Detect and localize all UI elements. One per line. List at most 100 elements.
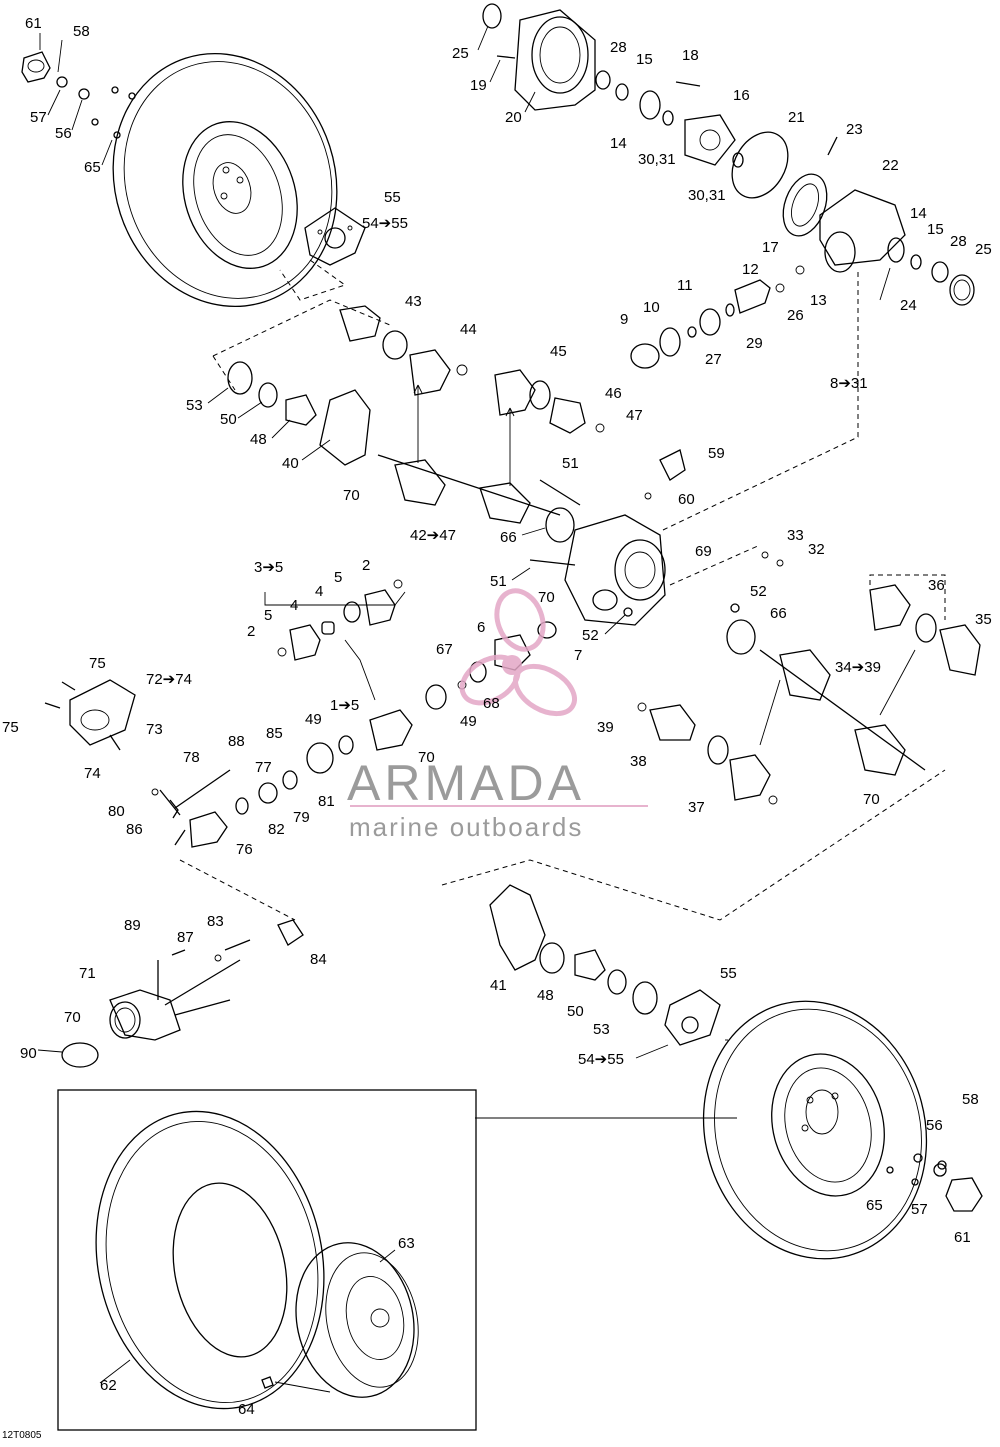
callout-label: 49	[460, 713, 477, 730]
callout-label: 70	[418, 749, 435, 766]
callout-label: 28	[610, 39, 627, 56]
callout-label: 20	[505, 109, 522, 126]
pinion-gear-stack	[630, 265, 805, 369]
callout-label: 44	[460, 321, 477, 338]
callout-label: 26	[787, 307, 804, 324]
callout-label: 13	[810, 292, 827, 309]
callout-label: 30,31	[688, 187, 726, 204]
callout-label: 28	[950, 233, 967, 250]
callout-label: 25	[975, 241, 992, 258]
callout-label: 72➔74	[146, 671, 192, 688]
callout-label: 6	[477, 619, 485, 636]
callout-label: 17	[762, 239, 779, 256]
tire-rim-inset	[57, 1089, 477, 1431]
front-differential-housing	[482, 3, 975, 306]
callout-label: 57	[30, 109, 47, 126]
lug-nuts-top-left	[21, 51, 136, 139]
callout-label: 70	[343, 487, 360, 504]
callout-label: 56	[926, 1117, 943, 1134]
callout-label: 30,31	[638, 151, 676, 168]
callout-label: 50	[220, 411, 237, 428]
callout-label: 89	[124, 917, 141, 934]
propeller-logo	[459, 588, 577, 717]
callout-label: 54➔55	[362, 215, 408, 232]
callout-label: 7	[574, 647, 582, 664]
callout-label: 71	[79, 965, 96, 982]
callout-label: 55	[384, 189, 401, 206]
seal-66-upper	[545, 507, 575, 543]
callout-label: 15	[927, 221, 944, 238]
callout-label: 73	[146, 721, 163, 738]
callout-label: 4	[290, 597, 298, 614]
hub-flange-top-left	[279, 207, 366, 301]
callout-label: 51	[562, 455, 579, 472]
leader-lines	[37, 25, 891, 1384]
callout-label: 61	[954, 1229, 971, 1246]
callout-label: 88	[228, 733, 245, 750]
callout-label: 22	[882, 157, 899, 174]
callout-label: 84	[310, 951, 327, 968]
callout-label: 39	[597, 719, 614, 736]
callout-label: 48	[250, 431, 267, 448]
callout-label: 41	[490, 977, 507, 994]
callout-label: 5	[264, 607, 272, 624]
callout-label: 16	[733, 87, 750, 104]
upper-drive-axle	[339, 305, 605, 524]
callout-label: 81	[318, 793, 335, 810]
callout-label: 50	[567, 1003, 584, 1020]
callout-label: 66	[770, 605, 787, 622]
callout-label: 36	[928, 577, 945, 594]
armada-watermark: ARMADA marine outboards	[347, 588, 648, 842]
brand-name: ARMADA	[347, 755, 585, 811]
callout-label: 77	[255, 759, 272, 776]
callout-label: 65	[866, 1197, 883, 1214]
callout-label: 18	[682, 47, 699, 64]
callout-label: 57	[911, 1201, 928, 1218]
center-shaft	[174, 579, 557, 848]
callout-label: 78	[183, 749, 200, 766]
callout-label: 68	[483, 695, 500, 712]
callout-label: 69	[695, 543, 712, 560]
callout-label: 2	[362, 557, 370, 574]
callout-label: 70	[538, 589, 555, 606]
callout-label: 19	[470, 77, 487, 94]
callout-label: 4	[315, 583, 323, 600]
callout-label: 10	[643, 299, 660, 316]
callout-label: 47	[626, 407, 643, 424]
diagram-code: 12T0805	[2, 1430, 42, 1441]
callout-label: 9	[620, 311, 628, 328]
rear-right-axle	[637, 574, 981, 805]
rear-differential-housing	[529, 270, 859, 655]
callout-label: 45	[550, 343, 567, 360]
callout-label: 80	[108, 803, 125, 820]
callout-labels: 61 58 57 56 65 55 54➔55 25 19 20 28 15 1…	[2, 15, 992, 1441]
callout-label: 2	[247, 623, 255, 640]
shift-housing	[44, 679, 231, 819]
callout-label: 79	[293, 809, 310, 826]
callout-label: 53	[186, 397, 203, 414]
callout-label: 1➔5	[330, 697, 359, 714]
callout-label: 66	[500, 529, 517, 546]
lower-knuckle	[441, 769, 946, 1046]
callout-label: 67	[436, 641, 453, 658]
callout-label: 21	[788, 109, 805, 126]
callout-label: 58	[73, 23, 90, 40]
callout-label: 56	[55, 125, 72, 142]
callout-label: 33	[787, 527, 804, 544]
callout-label: 58	[962, 1091, 979, 1108]
callout-label: 49	[305, 711, 322, 728]
callout-label: 27	[705, 351, 722, 368]
callout-label: 14	[910, 205, 927, 222]
callout-label: 86	[126, 821, 143, 838]
callout-label: 5	[334, 569, 342, 586]
callout-label: 43	[405, 293, 422, 310]
callout-label: 40	[282, 455, 299, 472]
callout-label: 74	[84, 765, 101, 782]
callout-label: 34➔39	[835, 659, 881, 676]
callout-label: 25	[452, 45, 469, 62]
callout-label: 32	[808, 541, 825, 558]
callout-label: 70	[863, 791, 880, 808]
callout-label: 35	[975, 611, 992, 628]
callout-label: 15	[636, 51, 653, 68]
